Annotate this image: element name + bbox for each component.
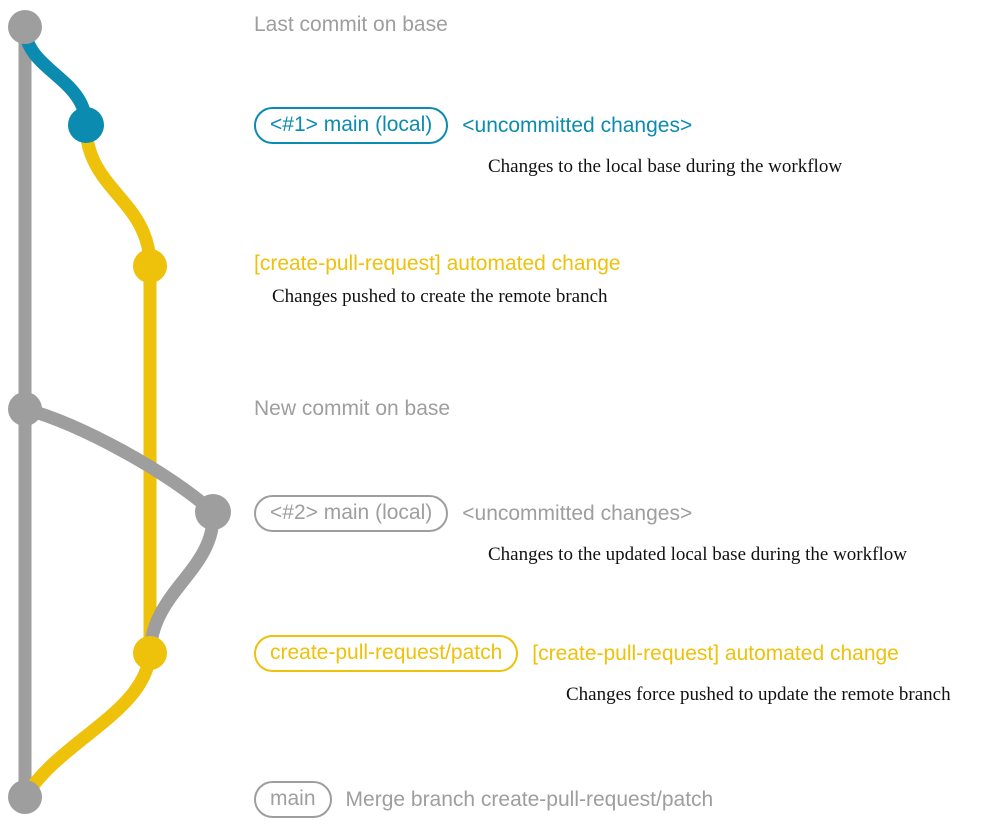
commit-row-last-commit: Last commit on base (254, 14, 448, 35)
commit-row-line: main Merge branch create-pull-request/pa… (254, 781, 713, 818)
commit-row-local-2: <#2> main (local) <uncommitted changes> … (254, 495, 907, 564)
commit-row-new-commit: New commit on base (254, 398, 450, 419)
commit-subject-local-1: <uncommitted changes> (462, 114, 693, 137)
node-local-2[interactable] (195, 494, 231, 530)
node-base-new[interactable] (8, 392, 42, 426)
commit-subject-merge: Merge branch create-pull-request/patch (345, 788, 714, 811)
commit-row-line: [create-pull-request] automated change (254, 253, 621, 274)
commit-row-local-1: <#1> main (local) <uncommitted changes> … (254, 107, 842, 176)
edge-local1-to-patch1 (79, 118, 157, 273)
node-patch-1[interactable] (133, 249, 167, 283)
node-merge[interactable] (8, 780, 42, 814)
commit-note-local-2: Changes to the updated local base during… (488, 544, 907, 565)
node-base-top[interactable] (8, 10, 42, 44)
edge-local2-to-patch2 (143, 505, 220, 660)
commit-subject-last-commit: Last commit on base (254, 13, 448, 36)
commit-row-merge: main Merge branch create-pull-request/pa… (254, 781, 713, 818)
commit-row-line: New commit on base (254, 398, 450, 419)
branch-badge-main[interactable]: main (254, 781, 332, 818)
node-local-1[interactable] (68, 107, 104, 143)
commit-note-patch-2: Changes force pushed to update the remot… (566, 684, 951, 705)
commit-row-line: create-pull-request/patch [create-pull-r… (254, 635, 899, 672)
commit-row-line: Last commit on base (254, 14, 448, 35)
commit-subject-new-commit: New commit on base (254, 397, 451, 420)
commit-subject-patch-1: [create-pull-request] automated change (254, 252, 621, 275)
node-patch-2[interactable] (133, 636, 167, 670)
commit-row-line: <#1> main (local) <uncommitted changes> (254, 107, 692, 144)
branch-badge-main-local-2[interactable]: <#2> main (local) (254, 495, 449, 532)
commit-row-line: <#2> main (local) <uncommitted changes> (254, 495, 692, 532)
commit-subject-local-2: <uncommitted changes> (462, 502, 693, 525)
commit-note-patch-1: Changes pushed to create the remote bran… (272, 286, 608, 307)
branch-badge-main-local-1[interactable]: <#1> main (local) (254, 107, 449, 144)
edge-patch2-to-merge (18, 646, 157, 804)
commit-row-patch-2: create-pull-request/patch [create-pull-r… (254, 635, 951, 704)
branch-badge-create-pull-request-patch[interactable]: create-pull-request/patch (254, 635, 519, 672)
commit-subject-patch-2: [create-pull-request] automated change (532, 642, 899, 665)
edge-base-to-local2 (18, 402, 220, 519)
commit-note-local-1: Changes to the local base during the wor… (488, 156, 843, 177)
commit-row-patch-1: [create-pull-request] automated change C… (254, 253, 621, 306)
